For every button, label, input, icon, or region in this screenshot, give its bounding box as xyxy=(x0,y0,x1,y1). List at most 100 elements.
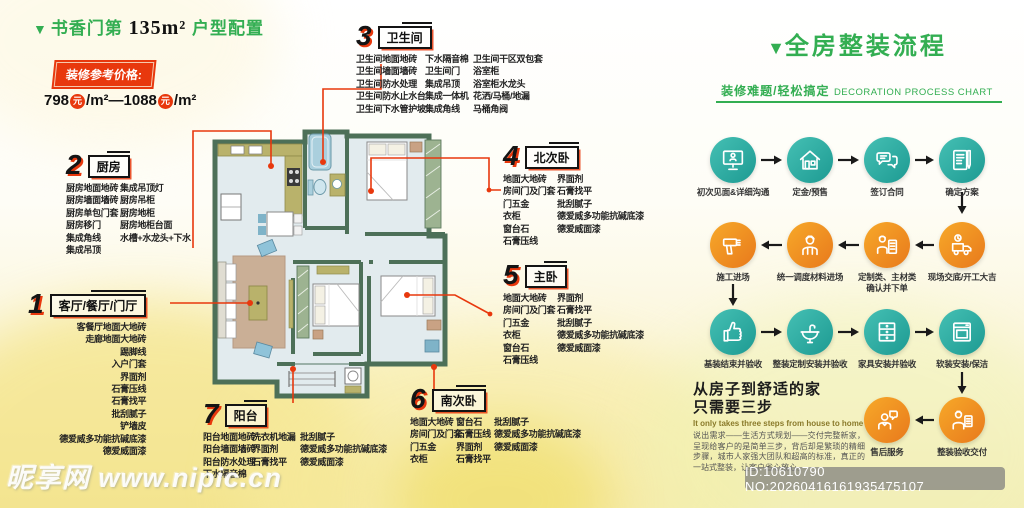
appliance-icon xyxy=(953,322,971,342)
image-id-bar: ID:10610790 NO:20260416161935475107 xyxy=(745,464,1005,494)
config-item: 厨房地柜台面 xyxy=(120,220,173,231)
config-item: 花洒/马桶/地漏 xyxy=(473,91,530,102)
flow-title-text: 全房整装流程 xyxy=(784,33,947,60)
flow-step-circle xyxy=(787,309,833,355)
title-name: 书香门第 xyxy=(50,19,123,38)
section-bathroom: 3 卫生间 卫生间地面地砖卫生间墙面墙砖卫生间防水处理卫生间防水止水台卫生间下水… xyxy=(356,22,565,115)
config-item: 集成吊顶灯 xyxy=(120,183,164,193)
section-title: 卫生间 xyxy=(377,22,432,49)
flow-step-label: 定金/预售 xyxy=(792,187,828,197)
flow-subtitle-en: DECORATION PROCESS CHART xyxy=(833,87,993,98)
worker-clipboard-icon xyxy=(952,410,973,430)
config-item: 门五金 xyxy=(503,198,530,209)
section-number: 6 xyxy=(410,383,426,414)
config-item: 集成角线 xyxy=(66,232,101,243)
section-living-dining: 1 客厅/餐厅/门厅 客餐厅地面大地砖走廊地面大地砖踢脚线入户门套界面剂石膏压线… xyxy=(28,288,147,457)
config-item: 石膏找平 xyxy=(557,186,592,197)
config-item: 界面剂 xyxy=(252,444,279,455)
monitor-person-icon xyxy=(722,150,744,171)
section-kitchen: 2 厨房 厨房地面地砖厨房墙面墙砖厨房单包门套厨房移门集成角线集成吊顶集成吊顶灯… xyxy=(66,151,212,256)
config-item: 浴室柜 xyxy=(473,66,500,77)
yuan-circle-icon: 元 xyxy=(157,94,173,109)
config-item: 厨房墙面墙砖 xyxy=(66,195,119,206)
config-item: 石膏压线 xyxy=(111,384,147,395)
config-item: 卫生间地面地砖 xyxy=(356,54,417,64)
flow-step-label: 整装定制安装并验收 xyxy=(772,359,848,369)
price-label-badge: 装修参考价格: xyxy=(53,62,155,87)
flow-step-circle xyxy=(939,397,985,443)
page-title: ▼书香门第 135m² 户型配置 xyxy=(33,14,264,40)
item-column: 地面大地砖房间门及门套门五金衣柜窗台石石膏压线 xyxy=(503,173,556,247)
config-item: 界面剂 xyxy=(557,293,584,303)
config-item: 地面大地砖 xyxy=(503,293,547,303)
flow-subtitle: 装修难题/轻松搞定 DECORATION PROCESS CHART xyxy=(690,82,1024,100)
sink-icon xyxy=(800,324,820,344)
document-pen-icon xyxy=(953,149,971,171)
section-items: 地面大地砖房间门及门套门五金衣柜窗台石石膏压线界面剂石膏找平批刮腻子德爱威多功能… xyxy=(410,416,586,466)
config-item: 洗衣机地漏 xyxy=(252,432,296,442)
section-items: 厨房地面地砖厨房墙面墙砖厨房单包门套厨房移门集成角线集成吊顶集成吊顶灯厨房吊柜厨… xyxy=(66,182,212,256)
config-item: 门五金 xyxy=(503,317,530,328)
flow-step-circle xyxy=(939,137,985,183)
summary-headline: 只需要三步 xyxy=(693,399,774,416)
section-title: 北次卧 xyxy=(524,142,579,169)
config-item: 德爱威多功能抗碱底漆 xyxy=(557,211,645,222)
floor-plan xyxy=(212,129,448,399)
section-master-bedroom: 5 主卧 地面大地砖房间门及门套门五金衣柜窗台石石膏压线界面剂石膏找平批刮腻子德… xyxy=(503,261,653,366)
config-item: 德爱威面漆 xyxy=(557,223,601,234)
truck-clock-icon xyxy=(951,234,972,256)
config-item: 衣柜 xyxy=(503,330,521,341)
triangle-marker-icon: ▼ xyxy=(767,38,785,58)
item-column: 卫生间地面地砖卫生间墙面墙砖卫生间防水处理卫生间防水止水台卫生间下水管护坡 xyxy=(356,53,426,115)
flow-step-label: 确定方案 xyxy=(945,187,979,197)
config-item: 水槽+水龙头+下水 xyxy=(120,232,191,243)
item-column: 厨房地面地砖厨房墙面墙砖厨房单包门套厨房移门集成角线集成吊顶 xyxy=(66,182,119,256)
chat-bubbles-icon xyxy=(876,152,898,169)
section-south-bedroom: 6 南次卧 地面大地砖房间门及门套门五金衣柜窗台石石膏压线界面剂石膏找平批刮腻子… xyxy=(410,383,586,466)
config-item: 衣柜 xyxy=(503,211,521,222)
section-title: 阳台 xyxy=(224,400,267,427)
config-item: 厨房地柜 xyxy=(120,207,155,218)
config-item: 批刮腻子 xyxy=(494,417,529,427)
section-items: 地面大地砖房间门及门套门五金衣柜窗台石石膏压线界面剂石膏找平批刮腻子德爱威多功能… xyxy=(503,173,653,247)
worker-calculator-icon xyxy=(876,235,898,254)
flow-step-circle xyxy=(864,309,910,355)
config-item: 界面剂 xyxy=(456,441,483,452)
config-item: 集成角线 xyxy=(425,103,460,114)
config-item: 卫生间门 xyxy=(425,66,460,77)
flow-step-label: 统一调度材料进场 xyxy=(776,272,844,282)
config-item: 德爱威多功能抗碱底漆 xyxy=(300,444,388,455)
config-item: 铲墙皮 xyxy=(120,421,147,432)
price-high: 1088 xyxy=(123,92,157,109)
title-suffix: 户型配置 xyxy=(191,19,264,38)
config-item: 客餐厅地面大地砖 xyxy=(76,322,147,332)
section-title: 主卧 xyxy=(524,261,567,288)
summary-block: 从房子到舒适的家 只需要三步 It only takes three steps… xyxy=(693,381,865,473)
section-items: 地面大地砖房间门及门套门五金衣柜窗台石石膏压线界面剂石膏找平批刮腻子德爱威多功能… xyxy=(503,292,653,366)
config-item: 德爱威多功能抗碱底漆 xyxy=(494,429,582,440)
flow-step-circle xyxy=(710,137,756,183)
config-item: 批刮腻子 xyxy=(300,432,335,442)
section-number: 1 xyxy=(28,288,44,319)
config-item: 石膏找平 xyxy=(111,396,147,407)
config-item: 马桶角阀 xyxy=(473,103,508,114)
triangle-marker-icon: ▼ xyxy=(33,21,48,37)
flow-step-label: 售后服务 xyxy=(870,447,904,457)
drill-icon xyxy=(722,238,741,255)
config-item: 厨房单包门套 xyxy=(66,207,119,218)
flow-step-circle xyxy=(939,222,985,268)
item-column: 批刮腻子德爱威多功能抗碱底漆德爱威面漆 xyxy=(300,431,392,481)
item-column: 集成吊顶灯厨房吊柜厨房地柜厨房地柜台面水槽+水龙头+下水 xyxy=(120,182,212,256)
config-item: 集成吊顶 xyxy=(66,245,101,256)
flow-step-label: 软装安装/保洁 xyxy=(936,359,988,369)
flow-step-circle xyxy=(864,222,910,268)
flow-step-circle xyxy=(864,397,910,443)
yuan-circle-icon: 元 xyxy=(70,94,86,109)
config-item: 卫生间墙面墙砖 xyxy=(356,66,417,77)
config-item: 德爱威面漆 xyxy=(557,342,601,353)
price-unit: /m² xyxy=(173,92,197,109)
config-item: 地面大地砖 xyxy=(410,417,454,427)
flow-step-circle xyxy=(787,222,833,268)
config-item: 阳台墙面墙砖 xyxy=(203,444,256,455)
